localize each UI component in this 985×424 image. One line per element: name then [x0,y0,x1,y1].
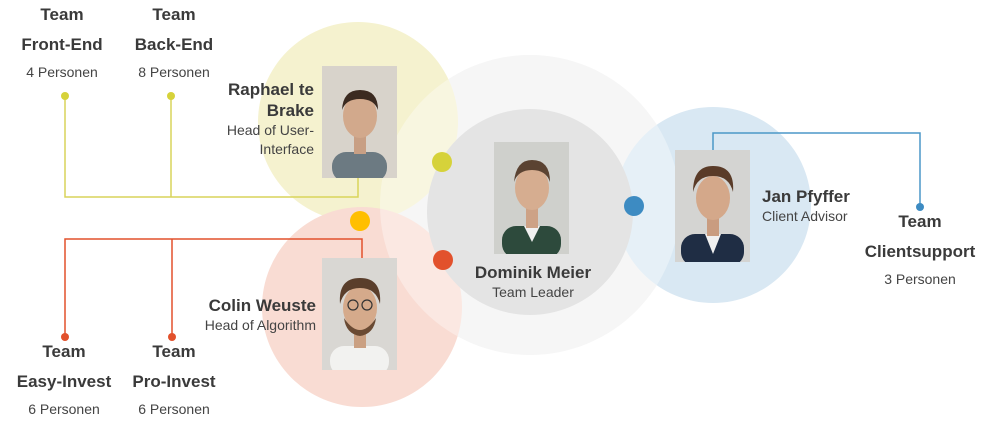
team-backend: Team Back-End 8 Personen [116,4,232,82]
photo-jan [675,150,750,262]
team-frontend-title-line1: Team [40,5,84,24]
team-easyinvest-title-line1: Team [42,342,86,361]
photo-dominik [494,142,569,254]
red-junction-dot [433,250,453,270]
dot-easyinvest [61,333,69,341]
photo-raphael [322,66,397,178]
photo-colin [322,258,397,370]
yellow-junction-dot [432,152,452,172]
team-frontend: Team Front-End 4 Personen [0,4,124,82]
person-raphael-role-line1: Head of User- [226,122,314,138]
team-backend-title-line1: Team [152,5,196,24]
person-jan-name: Jan Pfyffer [762,187,850,206]
team-easyinvest-title-line2: Easy-Invest [16,372,112,391]
person-dominik-role: Team Leader [492,284,574,300]
team-frontend-title-line2: Front-End [21,35,103,54]
team-proinvest-title-line1: Team [152,342,196,361]
person-raphael-name-line1: Raphael te [228,80,314,99]
person-colin-name: Colin Weuste [208,296,316,315]
orange-junction-dot [350,211,370,231]
dot-clientsupport [916,203,924,211]
team-proinvest-count: 6 Personen [138,401,210,417]
person-jan: Jan Pfyffer Client Advisor [762,186,882,226]
dot-proinvest [168,333,176,341]
blue-junction-dot [624,196,644,216]
team-clientsupport: Team Clientsupport 3 Personen [858,211,982,289]
team-proinvest-title-line2: Pro-Invest [132,372,216,391]
team-backend-title-line2: Back-End [134,35,214,54]
team-frontend-count: 4 Personen [26,64,98,80]
person-raphael: Raphael te Brake Head of User- Interface [196,79,314,159]
team-easyinvest: Team Easy-Invest 6 Personen [2,341,126,419]
person-raphael-role-line2: Interface [259,141,314,157]
person-dominik-name: Dominik Meier [474,263,592,282]
person-colin: Colin Weuste Head of Algorithm [166,295,316,335]
person-colin-role: Head of Algorithm [204,317,316,333]
team-backend-count: 8 Personen [138,64,210,80]
connector-frontend [64,96,359,198]
team-proinvest: Team Pro-Invest 6 Personen [118,341,230,419]
team-clientsupport-count: 3 Personen [884,271,956,287]
team-easyinvest-count: 6 Personen [28,401,100,417]
team-clientsupport-title-line2: Clientsupport [864,242,976,261]
person-dominik: Dominik Meier Team Leader [456,262,610,302]
team-clientsupport-title-line1: Team [898,212,942,231]
connector-clientsupport [712,132,921,207]
dot-backend [167,92,175,100]
connector-easyinvest [64,238,363,337]
person-raphael-name-line2: Brake [266,101,314,120]
person-jan-role: Client Advisor [762,208,848,224]
dot-frontend [61,92,69,100]
